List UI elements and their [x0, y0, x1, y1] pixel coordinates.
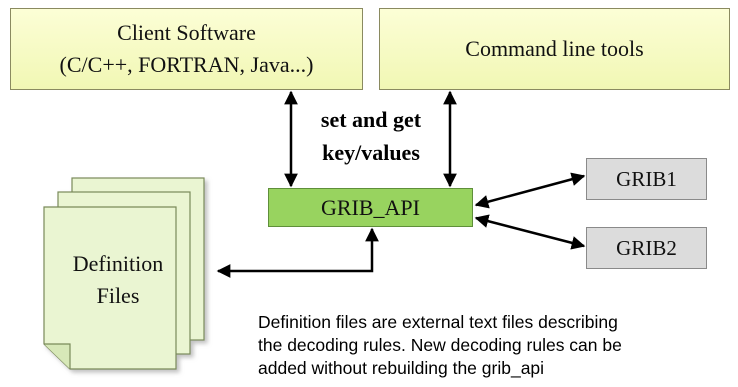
- client-software-title: Client Software: [117, 20, 256, 45]
- grib-api-label: GRIB_API: [320, 194, 420, 220]
- set-get-line1: set and get: [320, 107, 422, 132]
- arrow-grib-api-grib2: [474, 214, 586, 250]
- client-software-languages: (C/C++, FORTRAN, Java...): [59, 52, 314, 77]
- definition-files-note: Definition files are external text files…: [258, 311, 738, 380]
- note-line3: added without rebuilding the grib_api: [258, 358, 545, 378]
- definition-files-line2: Files: [96, 283, 140, 308]
- command-line-tools-box: Command line tools: [379, 8, 730, 90]
- arrow-grib-api-grib1: [474, 172, 586, 209]
- note-line1: Definition files are external text files…: [258, 312, 618, 332]
- client-software-box: Client Software (C/C++, FORTRAN, Java...…: [10, 8, 363, 90]
- grib1-box: GRIB1: [586, 158, 707, 200]
- arrow-grib-api-definition-files: [216, 227, 379, 278]
- grib1-label: GRIB1: [616, 166, 677, 191]
- set-get-label: set and get key/values: [300, 103, 442, 169]
- definition-files-icon: [43, 177, 205, 370]
- definition-files-label: Definition Files: [52, 248, 184, 312]
- note-line2: the decoding rules. New decoding rules c…: [258, 335, 622, 355]
- definition-files-line1: Definition: [72, 251, 164, 276]
- command-line-tools-label: Command line tools: [465, 36, 644, 61]
- set-get-line2: key/values: [322, 140, 420, 165]
- grib2-box: GRIB2: [586, 227, 707, 269]
- grib-api-box: GRIB_API: [268, 188, 473, 227]
- grib2-label: GRIB2: [616, 235, 677, 260]
